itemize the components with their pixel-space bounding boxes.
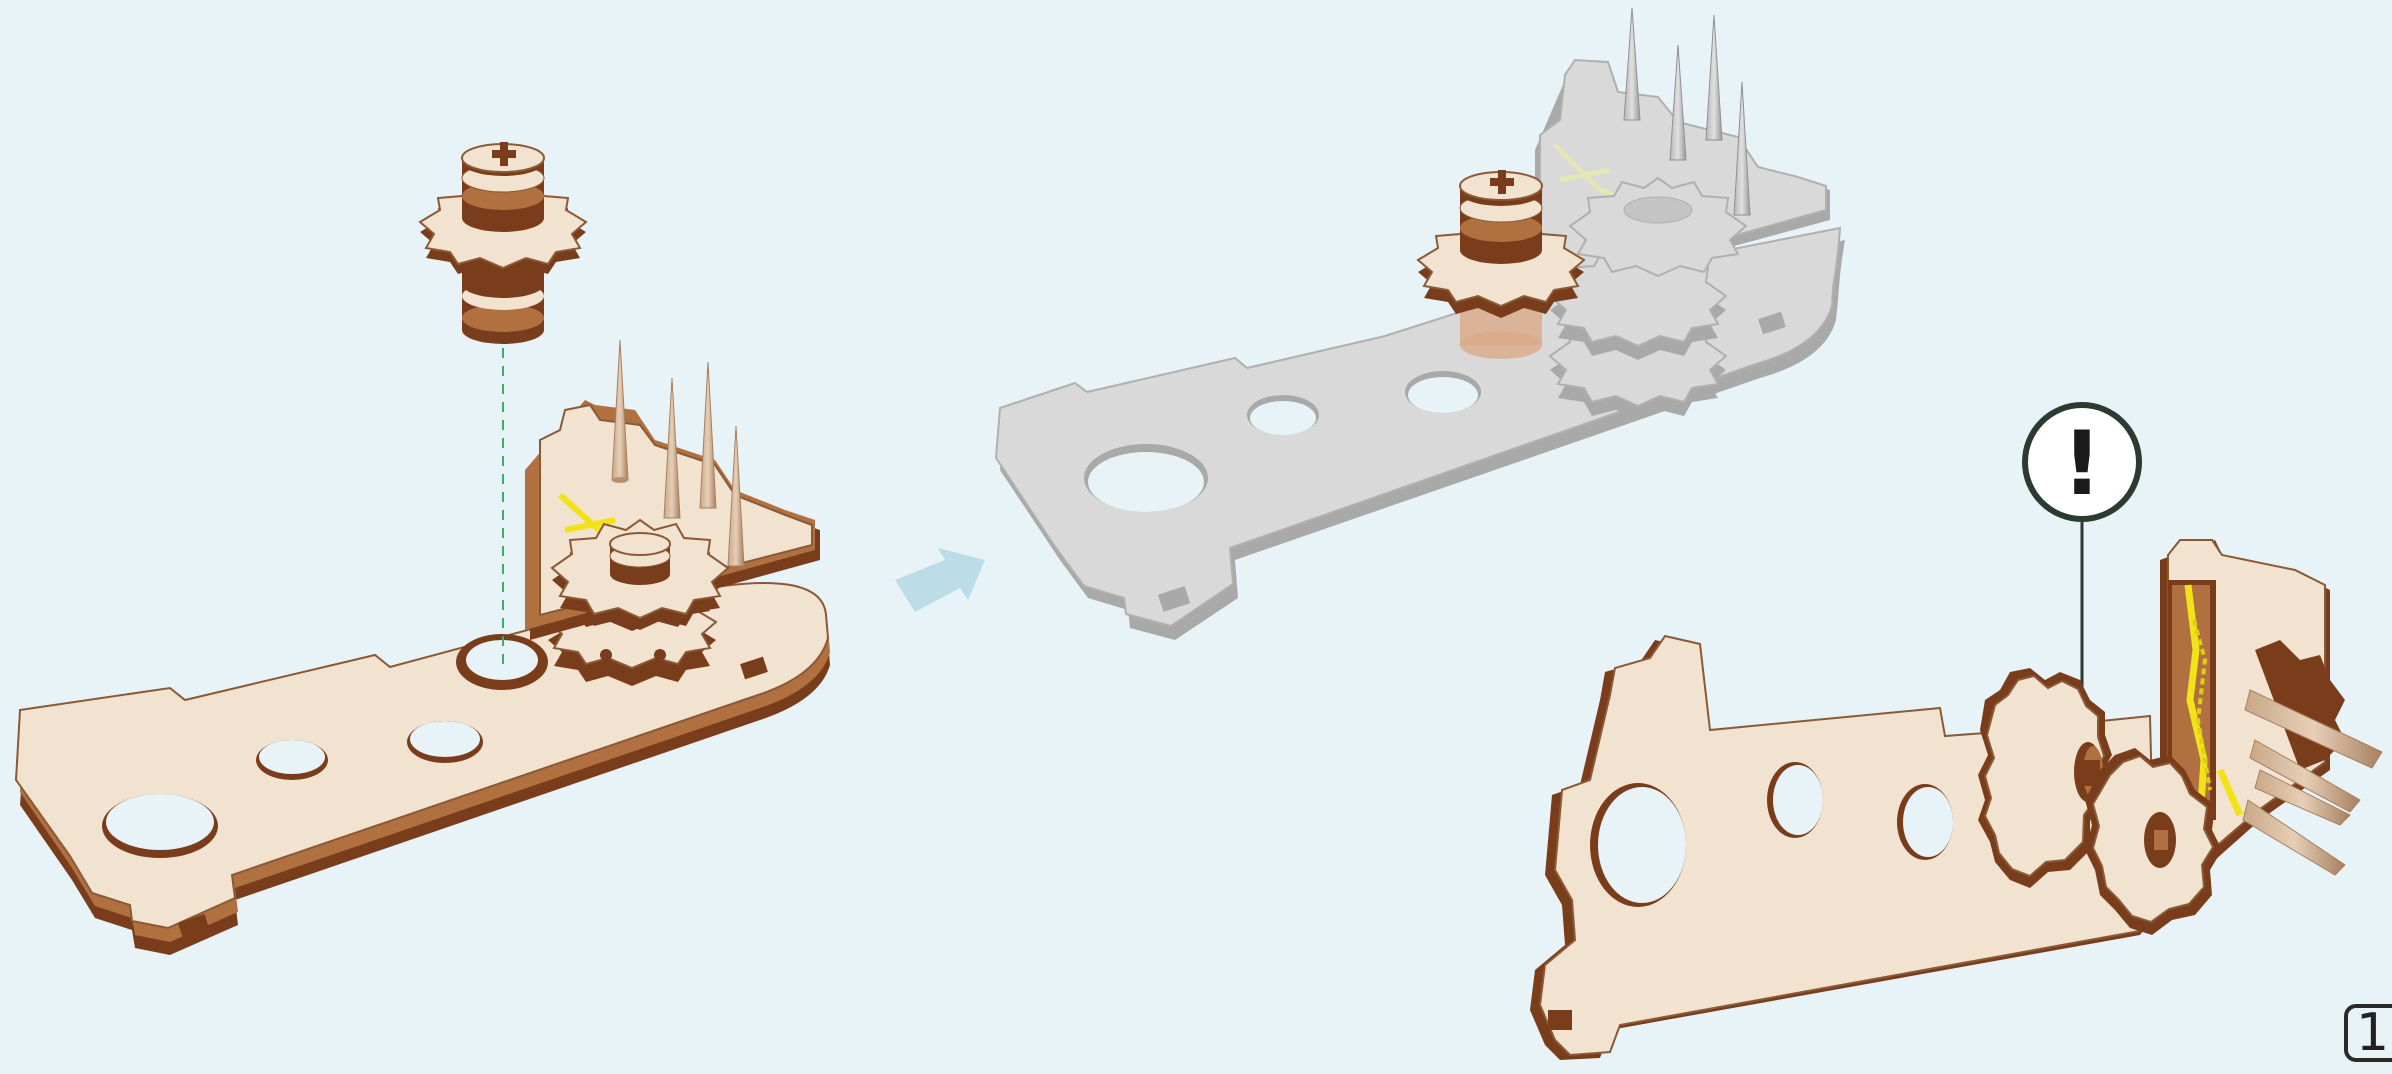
floating-gear-part xyxy=(420,142,586,344)
arrow-right-icon xyxy=(895,548,985,612)
middle-assembly-completed xyxy=(996,8,1845,640)
exclamation-icon: ! xyxy=(2062,412,2102,515)
right-assembly-side-view xyxy=(1530,540,2382,1060)
step-number-badge: 10 xyxy=(2344,1004,2392,1062)
left-assembly xyxy=(16,142,830,955)
